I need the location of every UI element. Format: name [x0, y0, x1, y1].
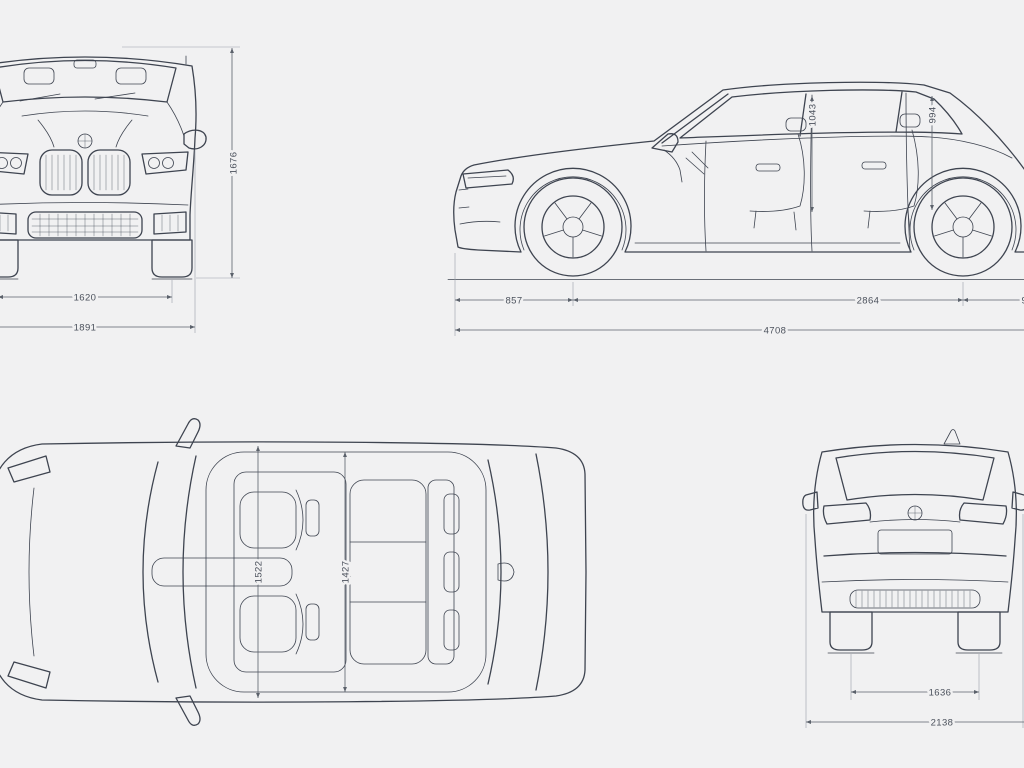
grille-slats: [45, 154, 125, 191]
intake-mesh: [31, 213, 139, 237]
headlight-lenses: [0, 157, 174, 169]
side-body-outline: [453, 81, 1024, 253]
front-interior: [23, 59, 147, 85]
dim-track-front: 1620: [74, 293, 97, 304]
side-glasshouse: [661, 89, 963, 144]
rear-bench-cushion: [349, 479, 427, 665]
wheel-spokes: [544, 202, 992, 258]
front-body-outline: [0, 56, 197, 241]
bumper-intake: [27, 211, 143, 239]
top-view-dimensions: 1522 1427: [251, 446, 354, 698]
seat-headrest-front: [785, 117, 807, 132]
sunroof: [233, 471, 347, 673]
door-handle-front: [755, 163, 781, 172]
dim-shoulder-rear: 1427: [341, 561, 352, 584]
front-seat-left-cushion: [239, 491, 297, 549]
brand-roundel-icon: [77, 133, 93, 149]
front-view-drawing: [0, 55, 207, 280]
dim-rear-overhang: 987: [1021, 296, 1024, 307]
dim-width: 1891: [74, 323, 97, 334]
interior-seats: [663, 129, 919, 231]
side-view-dimensions: 857 2864 987 4708: [454, 253, 1024, 339]
dim-overall-length: 4708: [764, 326, 787, 337]
top-glass-arcs: [142, 453, 549, 691]
rearview-mirror: [73, 59, 97, 69]
front-view-dimensions: 1676 1620 1891: [0, 46, 242, 336]
headrest-left: [23, 67, 55, 85]
kidney-grille-right: [87, 149, 131, 196]
side-view-drawing: 1043 994: [447, 81, 1024, 280]
license-plate-recess: [877, 529, 953, 555]
front-wheels: [0, 239, 193, 278]
side-mirror: [651, 133, 679, 153]
dim-headroom-rear: 994: [928, 106, 939, 123]
front-seat-right-cushion: [239, 595, 297, 653]
rear-headrest-2: [443, 551, 460, 593]
rear-view-drawing: [802, 429, 1024, 654]
extension-lines: [805, 514, 1024, 728]
dim-width-incl-mirrors: 2138: [931, 718, 954, 729]
side-view: 1043 994 857 2864 987 4708: [447, 81, 1024, 339]
extension-lines: [454, 253, 964, 336]
top-view: 1522 1427: [0, 418, 587, 726]
top-detail-lines: [28, 487, 515, 657]
front-windshield: [0, 59, 177, 103]
top-seats: [151, 479, 460, 665]
dim-height: 1676: [229, 152, 240, 175]
front-detail-lines: [0, 55, 193, 280]
top-body-outline: [0, 441, 587, 703]
rear-view-dimensions: 1636 2138: [805, 514, 1024, 731]
rear-wheels: [829, 611, 1001, 651]
center-console: [151, 557, 293, 587]
front-seat-backrests: [295, 489, 304, 655]
rear-detail-lines: [821, 519, 1009, 654]
dim-headroom-front: 1043: [808, 104, 819, 127]
seat-headrest-rear: [899, 113, 921, 128]
top-view-drawing: [0, 418, 587, 726]
rear-bench-backrest: [427, 479, 455, 665]
rear-window: [835, 450, 995, 501]
extension-lines: [122, 46, 240, 333]
rear-bench-dividers: [349, 541, 427, 603]
door-handle-rear: [861, 161, 887, 170]
front-view: 1676 1620 1891: [0, 46, 242, 336]
diffuser-hatch: [855, 590, 971, 608]
rear-view: 1636 2138: [802, 429, 1024, 731]
side-wheels: [523, 177, 1013, 277]
headlights: [0, 151, 189, 175]
diffuser: [849, 589, 981, 609]
top-headlights: [7, 455, 51, 689]
tailgate-line: [823, 551, 1007, 557]
side-intake-slats: [0, 214, 179, 232]
kidney-grille-left: [39, 149, 83, 196]
dim-track-rear: 1636: [929, 688, 952, 699]
side-interior: [663, 113, 921, 231]
dim-shoulder-front: 1522: [254, 561, 265, 584]
rear-body-outline: [813, 443, 1017, 613]
dim-front-overhang: 857: [505, 296, 522, 307]
headrest-right: [115, 67, 147, 85]
side-headlight: [462, 169, 514, 189]
front-headrest-right: [305, 603, 320, 641]
antenna-fin-icon: [943, 429, 961, 445]
side-detail-lines: [447, 92, 1024, 280]
rear-headrest-3: [443, 609, 460, 651]
rear-headrest-1: [443, 493, 460, 535]
front-headrest-left: [305, 499, 320, 537]
taillights: [822, 502, 1008, 525]
dim-wheelbase: 2864: [857, 296, 880, 307]
rear-mirrors: [802, 491, 1024, 511]
mirror-right: [183, 129, 207, 150]
side-intakes: [0, 211, 187, 235]
top-mirrors: [175, 418, 201, 726]
brand-roundel-rear-icon: [907, 505, 923, 521]
